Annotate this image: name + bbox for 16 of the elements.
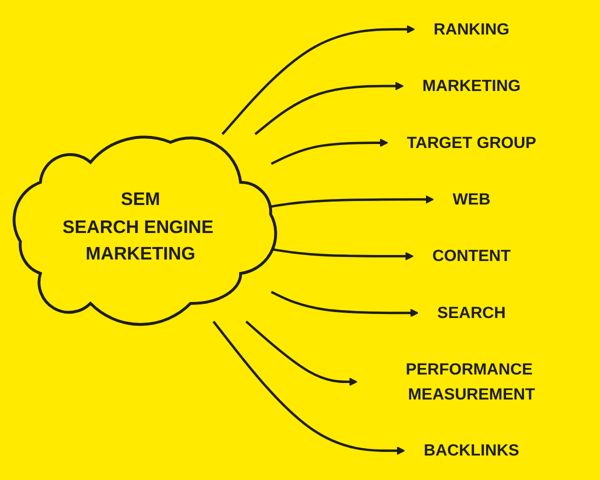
node-text: MARKETING xyxy=(422,76,521,95)
arrow xyxy=(222,25,415,135)
node-text: PERFORMANCE MEASUREMENT xyxy=(406,360,535,403)
node-text: RANKING xyxy=(434,20,510,38)
arrow xyxy=(271,195,434,208)
arrow xyxy=(270,138,388,165)
arrow xyxy=(271,248,414,260)
arrow xyxy=(254,82,404,136)
node-text: TARGET GROUP xyxy=(406,133,536,152)
node-text: SEARCH xyxy=(437,304,506,322)
arrow xyxy=(212,320,406,455)
arrow xyxy=(245,320,358,386)
arrow xyxy=(270,290,419,318)
node-text: CONTENT xyxy=(432,246,511,266)
node-text: WEB xyxy=(452,190,490,208)
node-text: BACKLINKS xyxy=(424,441,520,460)
